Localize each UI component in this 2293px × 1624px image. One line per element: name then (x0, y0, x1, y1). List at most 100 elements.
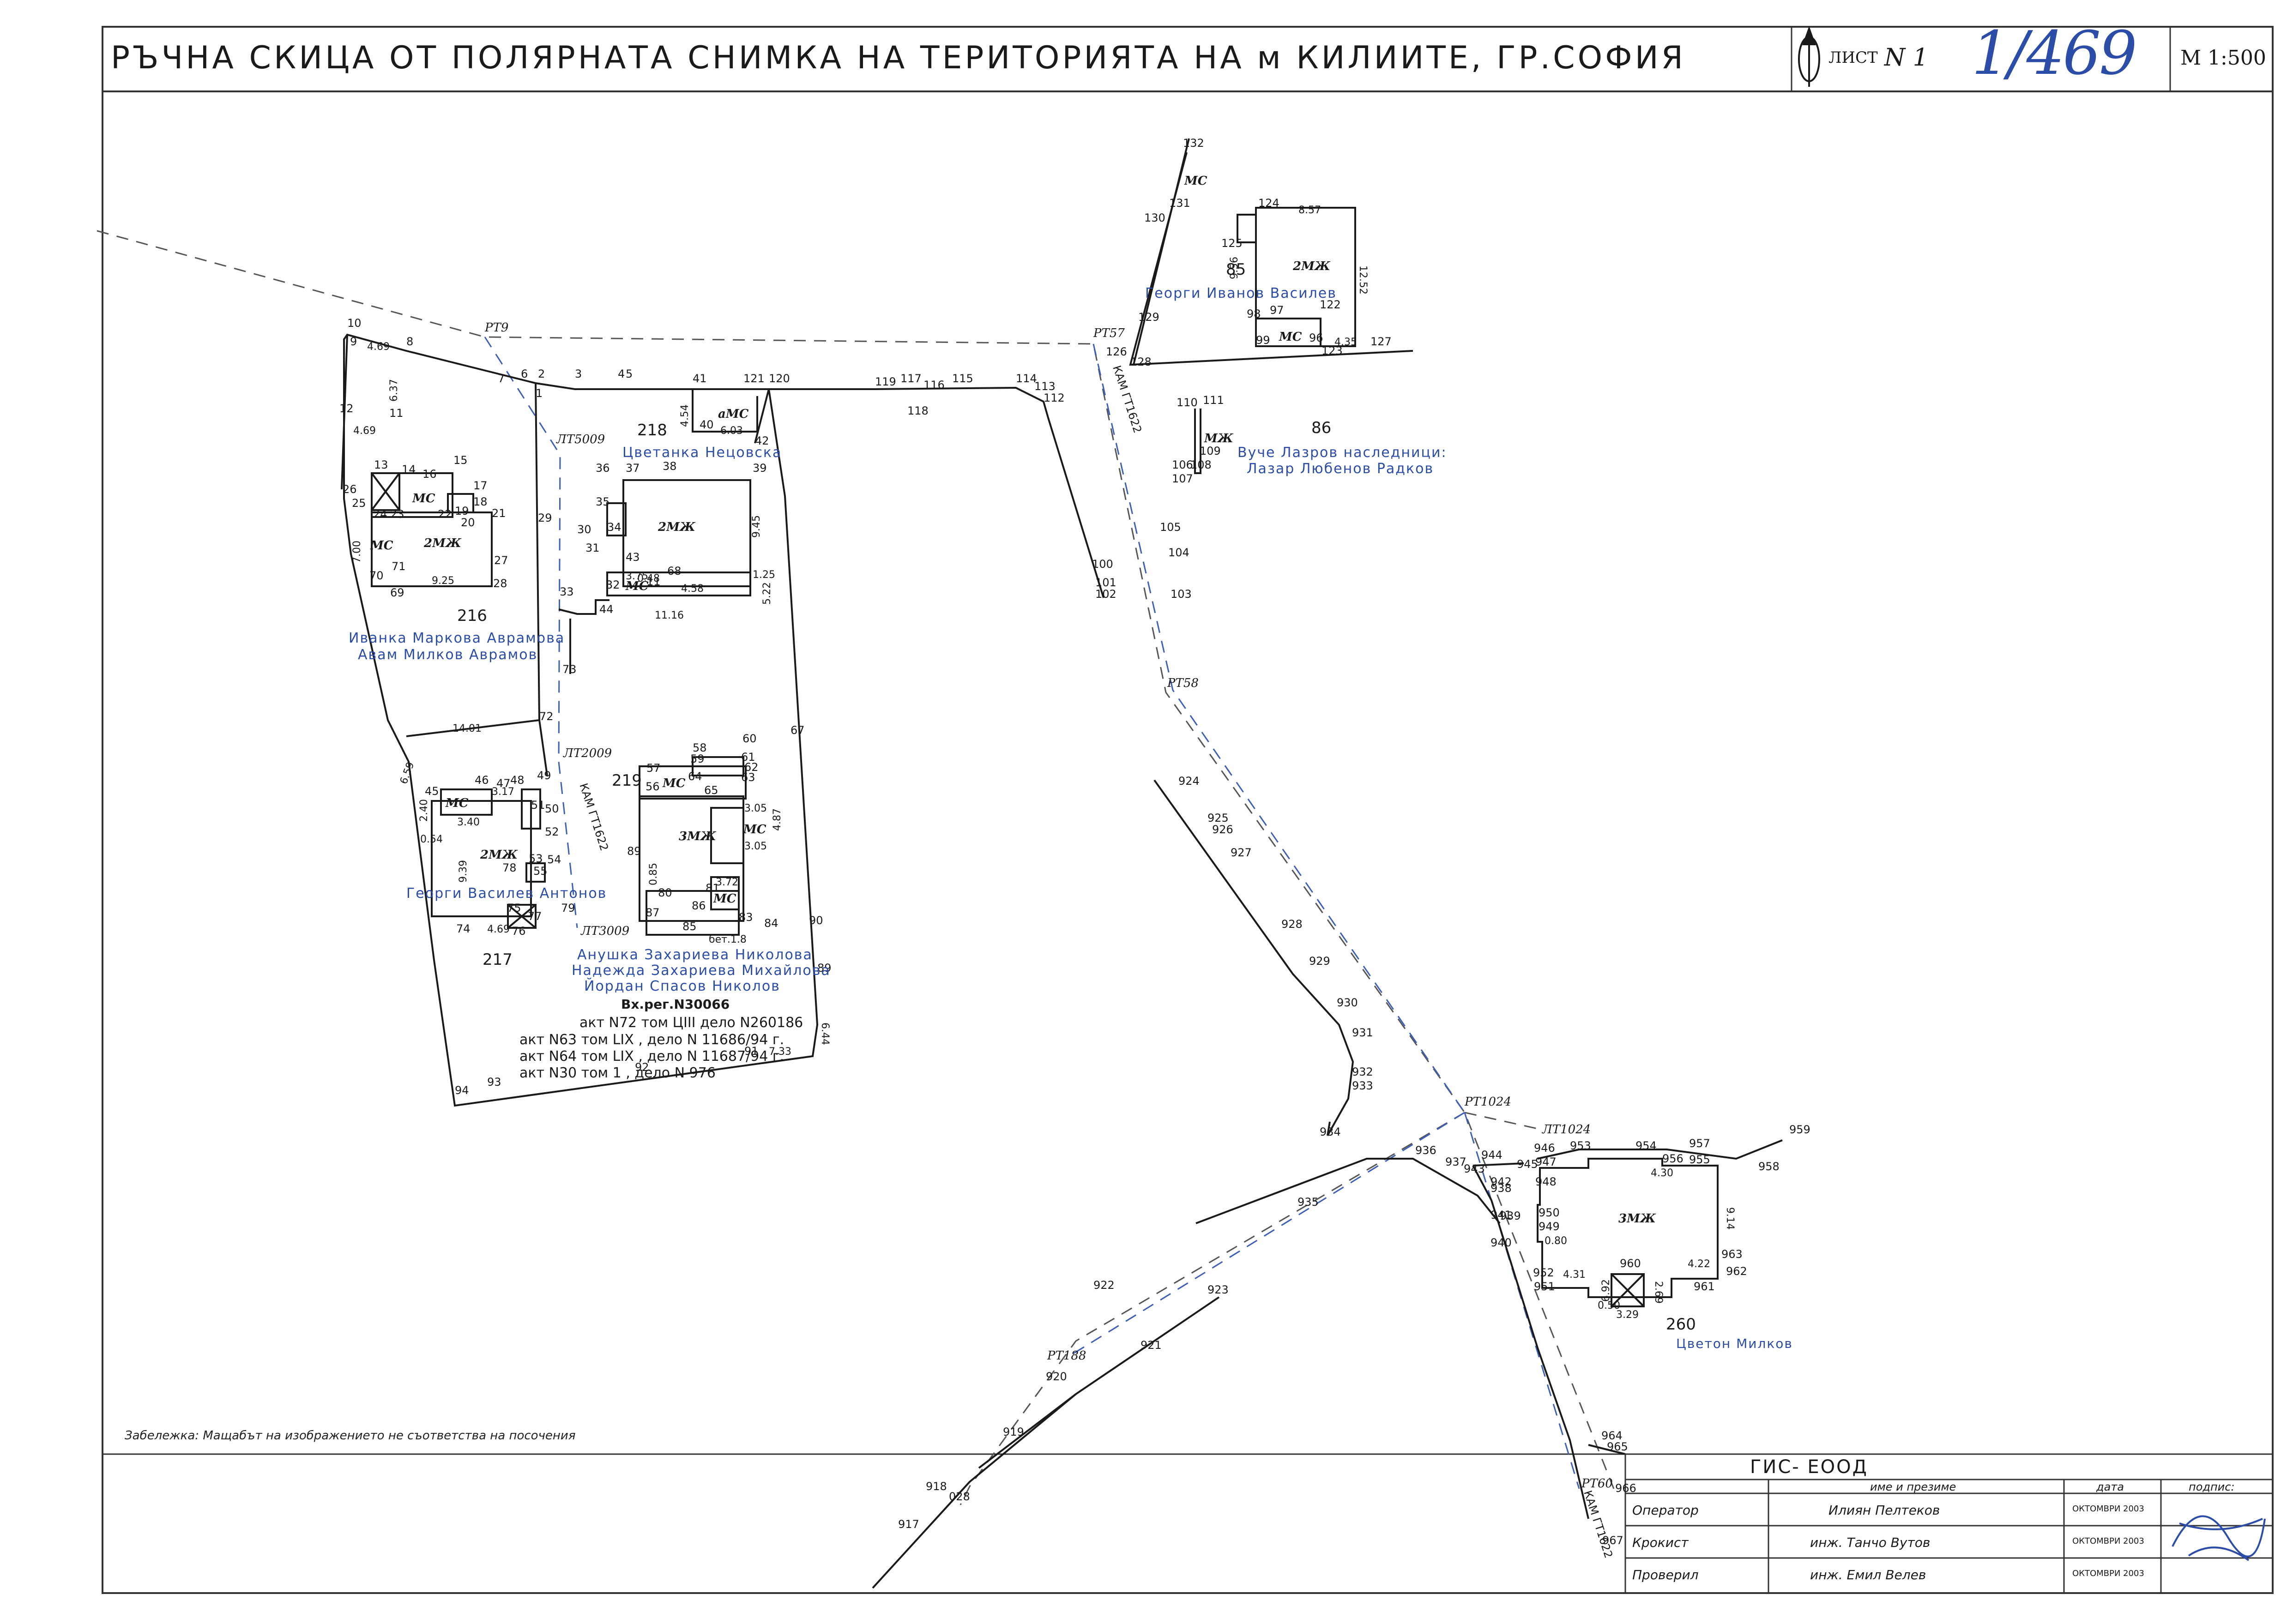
survey-point-label: 41 (693, 372, 707, 385)
survey-point-label: 67 (790, 724, 805, 737)
survey-point-label: 128 (1130, 355, 1152, 368)
bldg-218-mc: МС (625, 579, 649, 593)
dim-label: 4.22 (1688, 1258, 1710, 1270)
survey-point-label: 928 (1281, 918, 1303, 931)
bldg-219-mc3: МС (713, 892, 736, 906)
survey-point-label: 106 (1172, 458, 1193, 471)
col-name-header: име и презиме (1870, 1480, 1956, 1493)
signature-icon (2172, 1515, 2266, 1561)
survey-point-label: 132 (1183, 137, 1204, 150)
survey-point-label: 11 (389, 407, 404, 420)
survey-point-label: 99 (1256, 334, 1270, 347)
survey-point-label: 36 (596, 462, 610, 475)
kam-label-2: КАМ ГТ1622 (1110, 364, 1144, 434)
dim-label: 4.31 (1563, 1269, 1586, 1281)
survey-point-label: 43 (626, 551, 640, 564)
survey-point-label: 958 (1758, 1160, 1780, 1173)
row-date-sketcher: ОКТОМВРИ 2003 (2072, 1536, 2144, 1546)
survey-point-label: 31 (585, 541, 600, 554)
survey-point-label: 29 (538, 511, 552, 524)
survey-point-label: 69 (390, 586, 404, 599)
survey-point-label: 112 (1044, 391, 1065, 404)
roads-east (872, 138, 1783, 1589)
survey-point-label: 39 (753, 462, 767, 475)
traverse-lines (97, 230, 1615, 1505)
station-pt9: PT9 (484, 321, 508, 335)
survey-point-label: 940 (1490, 1236, 1512, 1249)
scale-note: Забележка: Мащабът на изображението не с… (125, 1429, 576, 1443)
survey-point-label: 960 (1620, 1257, 1641, 1270)
survey-point-label: 75 (507, 902, 521, 914)
station-lt1024: ЛТ1024 (1541, 1123, 1591, 1137)
survey-point-label: 26 (343, 483, 357, 496)
survey-point-label: 54 (547, 853, 561, 866)
parcel-260-number: 260 (1666, 1315, 1696, 1334)
survey-point-label: 123 (1321, 344, 1343, 357)
survey-point-label: 967 (1602, 1534, 1623, 1547)
survey-point-label: 61 (741, 751, 755, 764)
north-arrow-icon (1798, 25, 1820, 87)
dim-label: 4.58 (681, 583, 704, 595)
station-lt2009: ЛТ2009 (562, 746, 612, 760)
dim-label: 12.52 (1357, 265, 1369, 295)
survey-point-label: 91 (744, 1045, 759, 1058)
parcel-86-number: 86 (1311, 419, 1331, 437)
dim-label: 6.59 (398, 760, 416, 786)
survey-point-label: 7 (498, 372, 505, 385)
survey-point-label: 89 (817, 962, 832, 974)
survey-point-label: 11 (646, 575, 661, 588)
kam-label-1: КАМ ГТ1622 (577, 782, 611, 852)
survey-point-label: 101 (1095, 576, 1116, 589)
survey-point-label: 954 (1635, 1139, 1657, 1152)
dim-label: 9.25 (432, 575, 454, 587)
survey-point-label: 943 (1464, 1162, 1485, 1175)
survey-point-label: 930 (1337, 996, 1358, 1009)
survey-point-label: 65 (704, 784, 718, 797)
parcel-86-owner-1: Вуче Лазров наследници: (1237, 445, 1447, 461)
parcel-218-number: 218 (637, 421, 667, 439)
survey-point-label: 932 (1352, 1065, 1373, 1078)
survey-point-label: 60 (742, 732, 757, 745)
dim-label: 3.40 (457, 817, 480, 828)
survey-point-label: 100 (1092, 558, 1113, 571)
survey-point-label: 923 (1207, 1283, 1229, 1296)
survey-point-label: 959 (1789, 1123, 1810, 1136)
survey-point-label: 114 (1016, 372, 1037, 385)
survey-point-label: 1 (536, 387, 543, 400)
survey-point-label: 927 (1231, 846, 1252, 859)
survey-point-label: 952 (1533, 1266, 1554, 1279)
survey-point-label: 920 (1046, 1370, 1067, 1383)
survey-point-label: 129 (1138, 311, 1159, 324)
survey-point-label: 117 (900, 372, 922, 385)
survey-point-label: 942 (1490, 1175, 1512, 1188)
survey-point-label: 3 (575, 367, 582, 380)
survey-point-label: 951 (1534, 1280, 1555, 1293)
survey-point-label: 948 (1535, 1175, 1557, 1188)
dim-label: 7.33 (769, 1046, 791, 1058)
parcel-85-number: 85 (1226, 260, 1246, 279)
dim-label: 8.57 (1298, 205, 1321, 216)
survey-point-label: 122 (1320, 298, 1341, 311)
station-lt3009: ЛТ3009 (580, 924, 629, 938)
survey-point-label: 45 (425, 785, 439, 798)
survey-point-label: 62 (744, 761, 759, 774)
dim-label: 3.29 (1616, 1309, 1639, 1321)
survey-point-label: 949 (1539, 1220, 1560, 1233)
dim-label: 11.16 (655, 610, 684, 621)
survey-point-label: 35 (596, 495, 610, 508)
survey-point-label: 72 (539, 710, 554, 723)
survey-point-label: 125 (1221, 237, 1243, 250)
bldg-260: 3МЖ (1618, 1212, 1656, 1226)
survey-point-label: 955 (1689, 1153, 1710, 1166)
parcel-218-owner: Цветанка Нецовска (622, 445, 782, 461)
survey-point-label: 96 (1309, 331, 1323, 344)
survey-point-label: 78 (502, 861, 517, 874)
survey-point-label: 924 (1178, 775, 1200, 788)
survey-point-label: 941 (1490, 1209, 1512, 1221)
survey-point-label: 94 (455, 1084, 469, 1097)
survey-point-label: 935 (1297, 1196, 1319, 1209)
survey-point-label: 964 (1601, 1429, 1623, 1442)
bldg-219-mc2: МС (743, 823, 766, 836)
survey-point-label: 115 (952, 372, 973, 385)
survey-point-label: 131 (1169, 197, 1190, 210)
